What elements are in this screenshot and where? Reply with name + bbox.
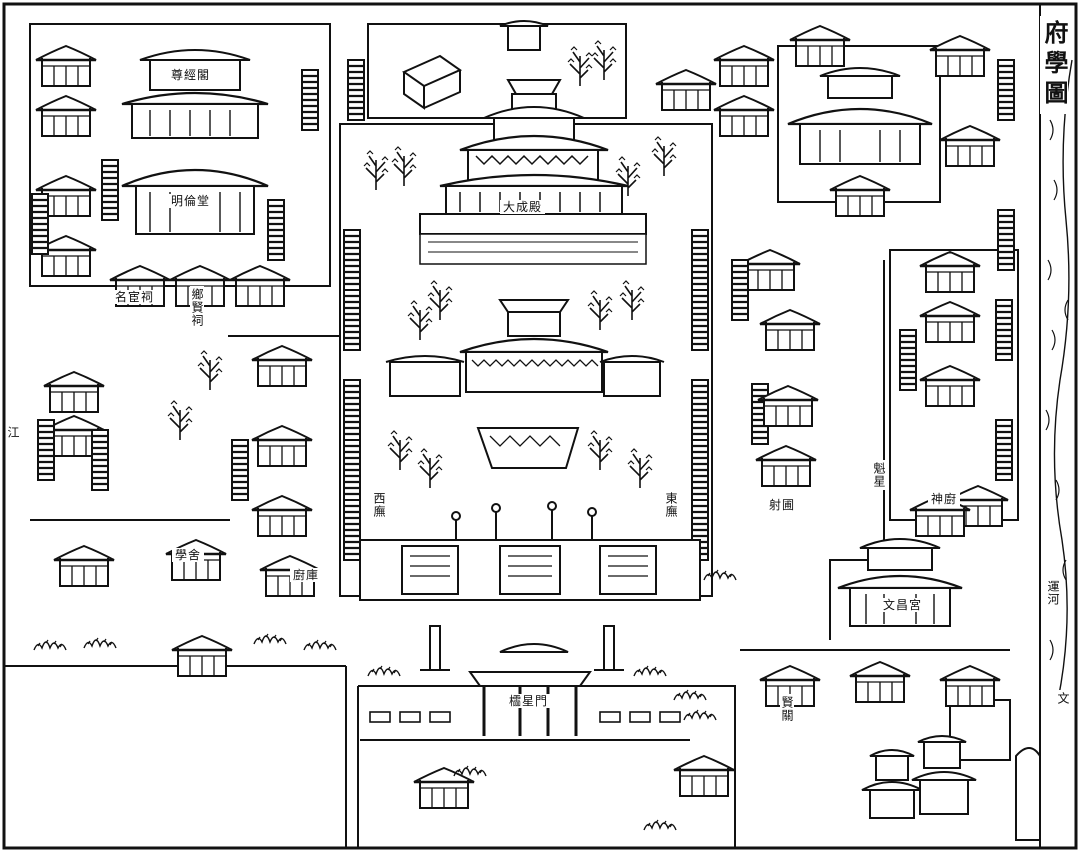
label-left-top-hall: 尊經閣 — [168, 68, 214, 82]
gate-row — [359, 501, 701, 601]
label-side-river: 江 — [6, 424, 20, 441]
right-top-hall — [787, 67, 933, 218]
west-corridor — [342, 228, 362, 562]
label-center-west: 西廡 — [372, 490, 386, 520]
label-left-hall: 明倫堂 — [168, 194, 214, 208]
label-left-gate2: 鄉賢祠 — [190, 286, 204, 329]
lower-archway — [420, 625, 624, 736]
label-center-hall: 大成殿 — [500, 200, 546, 214]
lower-wall — [369, 711, 681, 723]
label-center-east: 東廡 — [664, 490, 678, 520]
label-right-small: 射圃 — [766, 498, 799, 512]
main-hall — [419, 79, 647, 265]
label-left-gate: 名宦祠 — [112, 290, 158, 304]
label-bottom-gate: 櫺星門 — [506, 694, 552, 708]
left-main-hall — [121, 168, 269, 235]
label-river: 運河 — [1046, 578, 1060, 608]
label-left-lower2: 廚庫 — [290, 568, 323, 582]
central-pavilion — [385, 299, 665, 397]
label-mid-right: 神廚 — [928, 492, 961, 506]
map-title: 府學圖 — [1040, 16, 1069, 114]
east-corridor — [690, 228, 710, 562]
label-right-tower: 魁星 — [872, 460, 886, 490]
top-pavilion — [401, 20, 549, 110]
label-left-lower: 學舍 — [172, 548, 205, 562]
river — [1039, 4, 1073, 848]
right-lower-hall — [758, 538, 1002, 708]
right-bottom-pagodas — [861, 735, 1041, 841]
label-right-bottom: 文 — [1056, 690, 1070, 707]
label-right-gate: 賢關 — [780, 694, 794, 724]
left-top-hall — [121, 49, 269, 139]
courtyard-shrine — [476, 427, 580, 469]
label-right-hall: 文昌宮 — [880, 598, 926, 612]
